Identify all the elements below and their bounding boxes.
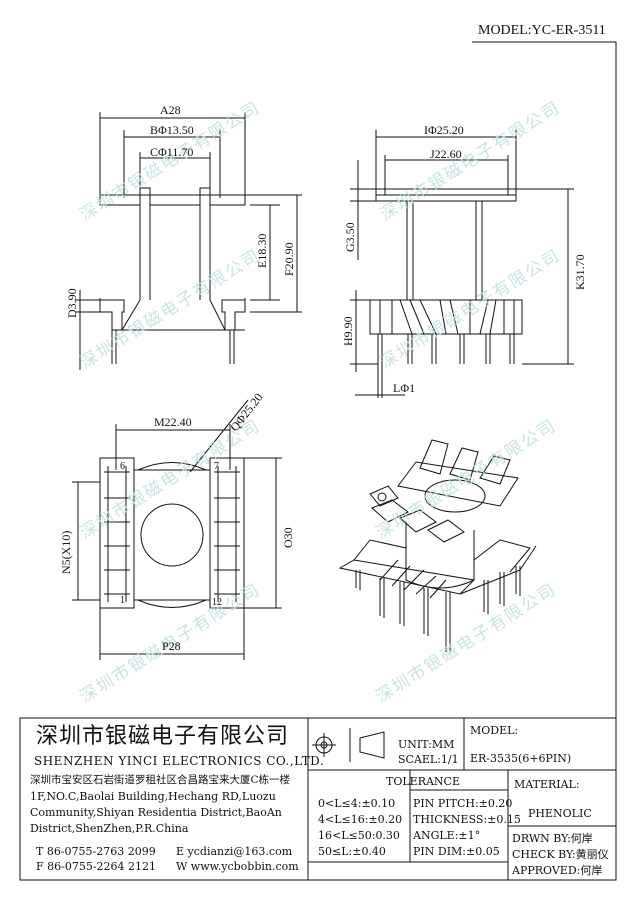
fax: F 86-0755-2264 2121 [36, 860, 157, 873]
dim-a28: A28 [160, 103, 181, 117]
isometric-view [338, 439, 537, 654]
tolerance-4: 50≤L:±0.40 [318, 845, 386, 858]
pin-label-1: 1 [120, 595, 125, 606]
pin-label-12: 12 [212, 597, 222, 608]
scale: SCAEL:1/1 [398, 753, 459, 766]
address-cn: 深圳市宝安区石岩街道罗租社区合昌路宝来大厦C栋一楼 [30, 774, 291, 786]
model-value: ER-3535(6+6PIN) [470, 752, 572, 765]
dim-i2520: IΦ25.20 [424, 123, 464, 137]
angle: ANGLE:±1° [413, 829, 481, 842]
pin-dim: PIN DIM:±0.05 [413, 845, 500, 858]
model-label: MODEL:YC-ER-3511 [478, 23, 606, 38]
dim-e1830: E18.30 [255, 233, 269, 268]
pin-label-6: 6 [120, 461, 125, 472]
email: E ycdianzi@163.com [176, 845, 293, 858]
dim-d390: D3.90 [65, 288, 79, 318]
front-view [75, 112, 302, 370]
dim-n5x10: N5(X10) [59, 530, 73, 574]
dim-c1170: CΦ11.70 [150, 145, 194, 159]
dim-g350: G3.50 [343, 222, 357, 252]
side-view [350, 130, 574, 398]
dim-h990: H9.90 [341, 316, 355, 346]
address-en-1: 1F,NO.C,Baolai Building,Hechang RD,Luozu [30, 790, 276, 803]
address-en-3: District,ShenZhen,P.R.China [30, 822, 189, 835]
tolerance-2: 4<L≤16:±0.20 [318, 813, 403, 826]
tolerance-heading: TOLERANCE [386, 775, 460, 788]
model-heading: MODEL: [470, 724, 519, 737]
checked-by: CHECK BY:黄丽仪 [512, 848, 609, 861]
bottom-view [72, 399, 282, 660]
pin-label-7: 7 [214, 461, 219, 472]
website: W www.ycbobbin.com [176, 860, 299, 873]
tel: T 86-0755-2763 2099 [36, 845, 156, 858]
address-en-2: Community,Shiyan Residentia District,Bao… [30, 806, 282, 819]
dim-f2090: F20.90 [282, 242, 296, 276]
approved-by: APPROVED:何岸 [512, 864, 603, 877]
tolerance-1: 0<L≤4:±0.10 [318, 797, 396, 810]
pin-pitch: PIN PITCH:±0.20 [413, 797, 513, 810]
dim-j2260: J22.60 [430, 147, 462, 161]
drawn-by: DRWN BY:何岸 [512, 832, 593, 845]
company-name-cn: 深圳市银磁电子有限公司 [36, 724, 290, 749]
dim-m2240: M22.40 [154, 415, 192, 429]
material-heading: MATERIAL: [514, 778, 580, 791]
dim-p28: P28 [162, 639, 181, 653]
dim-k3170: K31.70 [573, 254, 587, 290]
dim-b1350: BΦ13.50 [150, 123, 194, 137]
dim-o30: O30 [281, 527, 295, 548]
dim-l1: LΦ1 [393, 381, 416, 395]
tolerance-3: 16<L≤50:0.30 [318, 829, 400, 842]
thickness: THICKNESS:±0.15 [413, 813, 521, 826]
company-name-en: SHENZHEN YINCI ELECTRONICS CO.,LTD. [34, 754, 325, 768]
unit: UNIT:MM [398, 738, 455, 751]
material-value: PHENOLIC [528, 807, 592, 820]
